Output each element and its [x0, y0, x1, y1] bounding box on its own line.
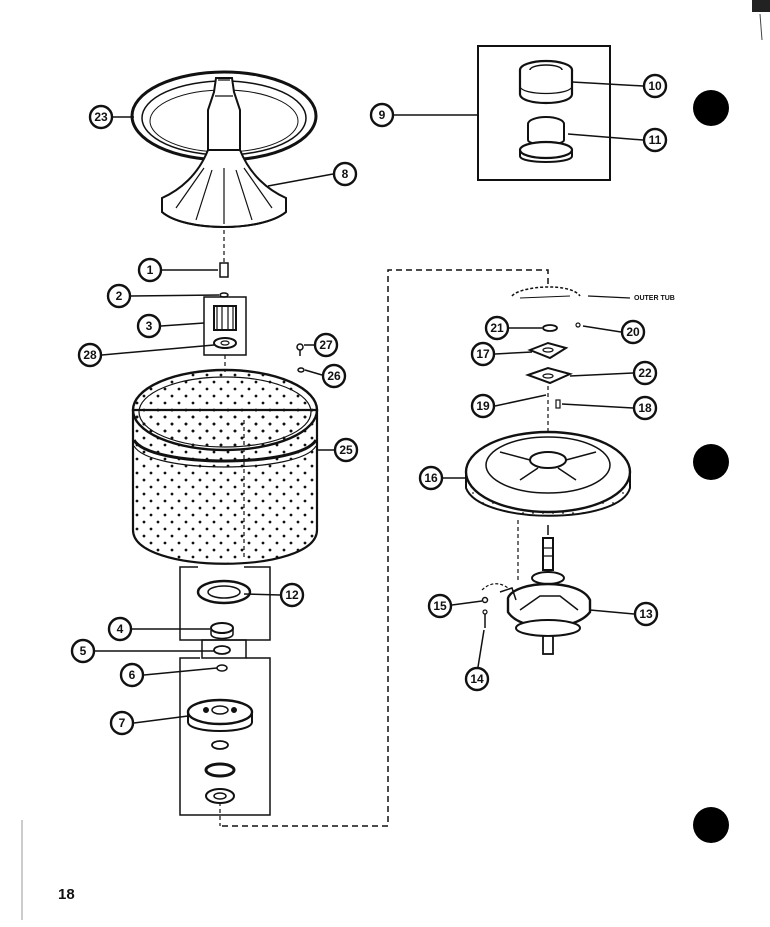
svg-text:17: 17 — [476, 347, 490, 361]
svg-text:13: 13 — [639, 607, 653, 621]
outer-tub-label: OUTER TUB — [634, 295, 675, 302]
callout-8[interactable]: 8 — [267, 161, 358, 187]
small-screw-parts — [296, 343, 305, 373]
svg-text:23: 23 — [94, 110, 108, 124]
callout-11[interactable]: 11 — [567, 127, 668, 153]
callout-5[interactable]: 5 — [70, 638, 214, 664]
svg-text:11: 11 — [649, 133, 662, 147]
callout-7[interactable]: 7 — [109, 710, 189, 736]
svg-text:20: 20 — [626, 325, 640, 339]
callout-14[interactable]: 14 — [464, 629, 490, 692]
tub-base — [464, 430, 632, 580]
callout-18[interactable]: 18 — [561, 395, 658, 421]
svg-text:12: 12 — [285, 588, 299, 602]
callout-9[interactable]: 9 — [369, 102, 478, 128]
scan-artifact — [752, 0, 770, 41]
callout-20[interactable]: 20 — [582, 319, 646, 345]
svg-text:6: 6 — [129, 668, 136, 682]
callout-17[interactable]: 17 — [470, 341, 533, 367]
callout-13[interactable]: 13 — [589, 601, 659, 627]
outer-tub-fragment — [511, 286, 631, 299]
callout-26[interactable]: 26 — [304, 363, 347, 389]
callout-28[interactable]: 28 — [77, 342, 215, 368]
punch-hole-bottom — [693, 807, 729, 843]
svg-text:21: 21 — [490, 321, 504, 335]
agitator-shaft-parts — [203, 262, 247, 372]
punch-hole-middle — [693, 444, 729, 480]
svg-text:4: 4 — [117, 622, 124, 636]
callout-10[interactable]: 10 — [571, 73, 668, 99]
svg-text:1: 1 — [147, 263, 154, 277]
callout-3[interactable]: 3 — [136, 313, 205, 339]
callout-21[interactable]: 21 — [484, 315, 542, 341]
svg-text:7: 7 — [119, 716, 126, 730]
callout-25[interactable]: 25 — [317, 437, 359, 463]
callout-23[interactable]: 23 — [88, 104, 134, 130]
svg-text:3: 3 — [146, 319, 153, 333]
seal-kit-box — [477, 45, 611, 181]
svg-text:15: 15 — [433, 599, 447, 613]
callout-16[interactable]: 16 — [418, 465, 466, 491]
spin-basket — [131, 368, 319, 565]
svg-text:9: 9 — [379, 108, 386, 122]
assembly-leader-path — [222, 269, 549, 827]
svg-text:8: 8 — [342, 167, 349, 181]
callout-12[interactable]: 12 — [243, 582, 305, 608]
callout-6[interactable]: 6 — [119, 662, 218, 688]
svg-text:22: 22 — [638, 366, 652, 380]
svg-text:27: 27 — [319, 338, 333, 352]
small-bolt-parts — [481, 596, 489, 628]
transmission — [481, 525, 592, 655]
callout-1[interactable]: 1 — [137, 257, 218, 283]
svg-text:28: 28 — [83, 348, 97, 362]
svg-text:5: 5 — [80, 644, 87, 658]
page-number: 18 — [58, 886, 75, 903]
agitator-assembly — [130, 70, 318, 262]
callout-19[interactable]: 19 — [470, 393, 547, 419]
hub-stack-parts — [179, 566, 271, 826]
svg-text:26: 26 — [327, 369, 341, 383]
callout-4[interactable]: 4 — [107, 616, 210, 642]
callout-22[interactable]: 22 — [569, 360, 658, 386]
tub-mount-parts — [525, 322, 581, 440]
svg-text:25: 25 — [339, 443, 353, 457]
callout-15[interactable]: 15 — [427, 593, 483, 619]
callout-27[interactable]: 27 — [304, 332, 339, 358]
punch-hole-top — [693, 90, 729, 126]
callout-2[interactable]: 2 — [106, 283, 220, 309]
svg-text:19: 19 — [476, 399, 490, 413]
svg-text:16: 16 — [424, 471, 438, 485]
svg-text:10: 10 — [648, 79, 662, 93]
svg-text:18: 18 — [638, 401, 652, 415]
svg-text:14: 14 — [470, 672, 484, 686]
svg-text:2: 2 — [116, 289, 123, 303]
